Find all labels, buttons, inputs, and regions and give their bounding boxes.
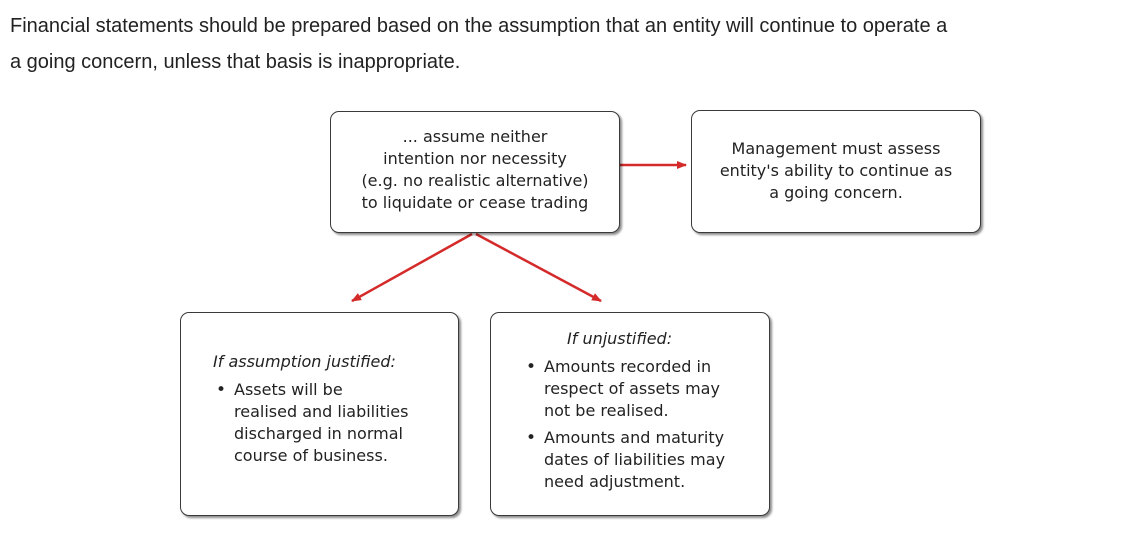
bullet-line: Assets will be (234, 380, 343, 399)
bullet-line: respect of assets may (544, 379, 720, 398)
intro-paragraph: Financial statements should be prepared … (10, 8, 1130, 80)
intro-line-2: a going concern, unless that basis is in… (10, 51, 461, 73)
bullet-line: discharged in normal (234, 424, 403, 443)
bullet-line: course of business. (234, 446, 388, 465)
justified-title: If assumption justified: (213, 352, 396, 371)
justified-box: If assumption justified: Assets will be … (180, 312, 459, 516)
assumption-line: (e.g. no realistic alternative) (361, 171, 589, 190)
unjustified-bullet: Amounts and maturity dates of liabilitie… (523, 427, 769, 493)
bullet-line: realised and liabilities (234, 402, 409, 421)
justified-bullet-list: Assets will be realised and liabilities … (213, 379, 458, 467)
unjustified-bullet-list: Amounts recorded in respect of assets ma… (523, 356, 769, 493)
management-box: Management must assess entity's ability … (691, 110, 981, 233)
unjustified-box: If unjustified: Amounts recorded in resp… (490, 312, 770, 516)
management-line: entity's ability to continue as (719, 161, 953, 180)
assumption-line: ... assume neither (402, 127, 548, 146)
assumption-line: intention nor necessity (383, 149, 567, 168)
bullet-line: not be realised. (544, 401, 669, 420)
management-line: Management must assess (731, 139, 941, 158)
arrow-to-unjustified (475, 232, 602, 303)
arrow-to-justified (351, 232, 473, 303)
management-line: a going concern. (769, 183, 903, 202)
assumption-box: ... assume neither intention nor necessi… (330, 111, 620, 233)
intro-line-1: Financial statements should be prepared … (10, 15, 948, 37)
bullet-line: dates of liabilities may (544, 450, 726, 469)
justified-bullet: Assets will be realised and liabilities … (213, 379, 458, 467)
unjustified-bullet: Amounts recorded in respect of assets ma… (523, 356, 769, 422)
assumption-line: to liquidate or cease trading (361, 193, 589, 212)
bullet-line: Amounts recorded in (544, 357, 712, 376)
unjustified-title: If unjustified: (567, 329, 673, 348)
bullet-line: Amounts and maturity (544, 428, 725, 447)
bullet-line: need adjustment. (544, 472, 686, 491)
